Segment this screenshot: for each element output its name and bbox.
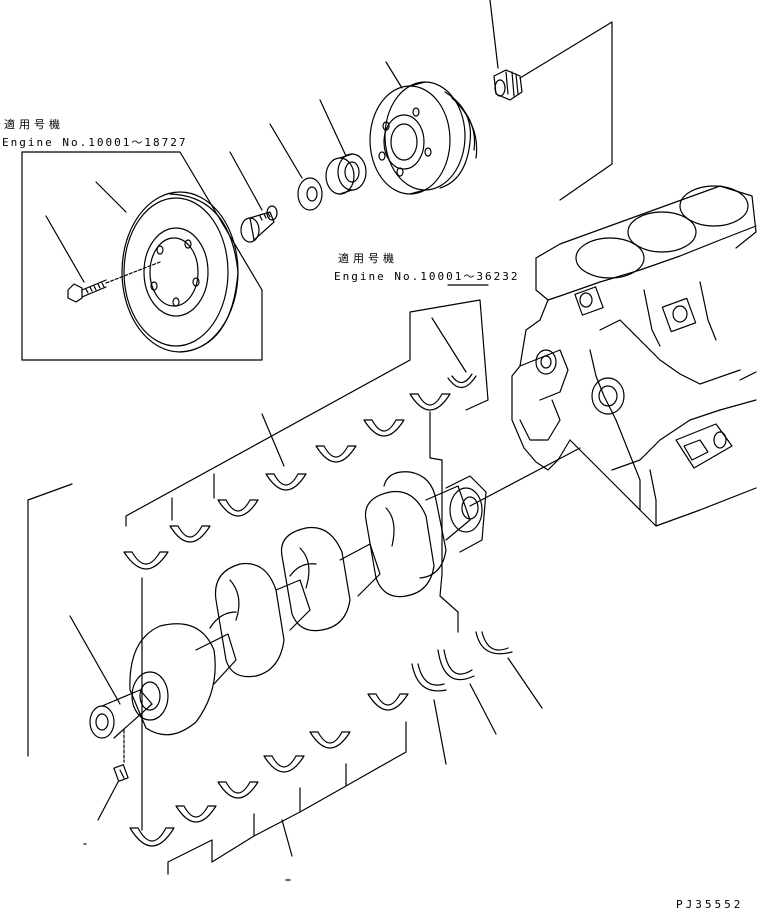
spacer-collar (325, 153, 367, 195)
leader-line (319, 99, 347, 157)
inset-frame (409, 299, 489, 411)
leader-line (229, 151, 263, 211)
inset-frame (21, 151, 263, 361)
crankshaft (89, 471, 487, 739)
engine-range-label: Engine No.10001～36232 (334, 270, 520, 283)
leader-line (69, 615, 121, 705)
damper-pulley (121, 191, 239, 353)
nut (493, 69, 523, 101)
cylinder-block (511, 185, 757, 527)
engine-range-label: Engine No.10001～18727 (2, 136, 188, 149)
leader-line (171, 473, 215, 521)
leader-line (269, 123, 303, 179)
leader-line (433, 699, 447, 765)
assembly-frame (469, 21, 613, 507)
leader-line (507, 657, 543, 709)
leader-line (97, 781, 119, 821)
leader-line (489, 0, 499, 69)
leader-line (385, 61, 403, 89)
damper-mounting-bolt (67, 261, 161, 303)
leader-line (45, 215, 85, 283)
guide-lines (141, 411, 459, 831)
crankshaft-pulley (369, 81, 478, 195)
washer (297, 177, 323, 211)
thrust-washers (411, 631, 513, 692)
dowel-pin (113, 764, 129, 782)
lower-main-bearing-shells (129, 693, 409, 847)
upper-main-bearing-shells (123, 393, 451, 570)
callout-heading: 適用号機 (4, 118, 64, 131)
leader-line (469, 683, 497, 735)
leader-line (95, 181, 127, 213)
leader-line (261, 413, 285, 467)
drawing-number: PJ35552 (676, 898, 744, 911)
assembly-frame (167, 721, 407, 875)
callout-heading: 適用号機 (338, 252, 398, 265)
assembly-frame (125, 359, 411, 527)
assembly-frame (27, 483, 73, 501)
pulley-bolt (240, 205, 278, 243)
